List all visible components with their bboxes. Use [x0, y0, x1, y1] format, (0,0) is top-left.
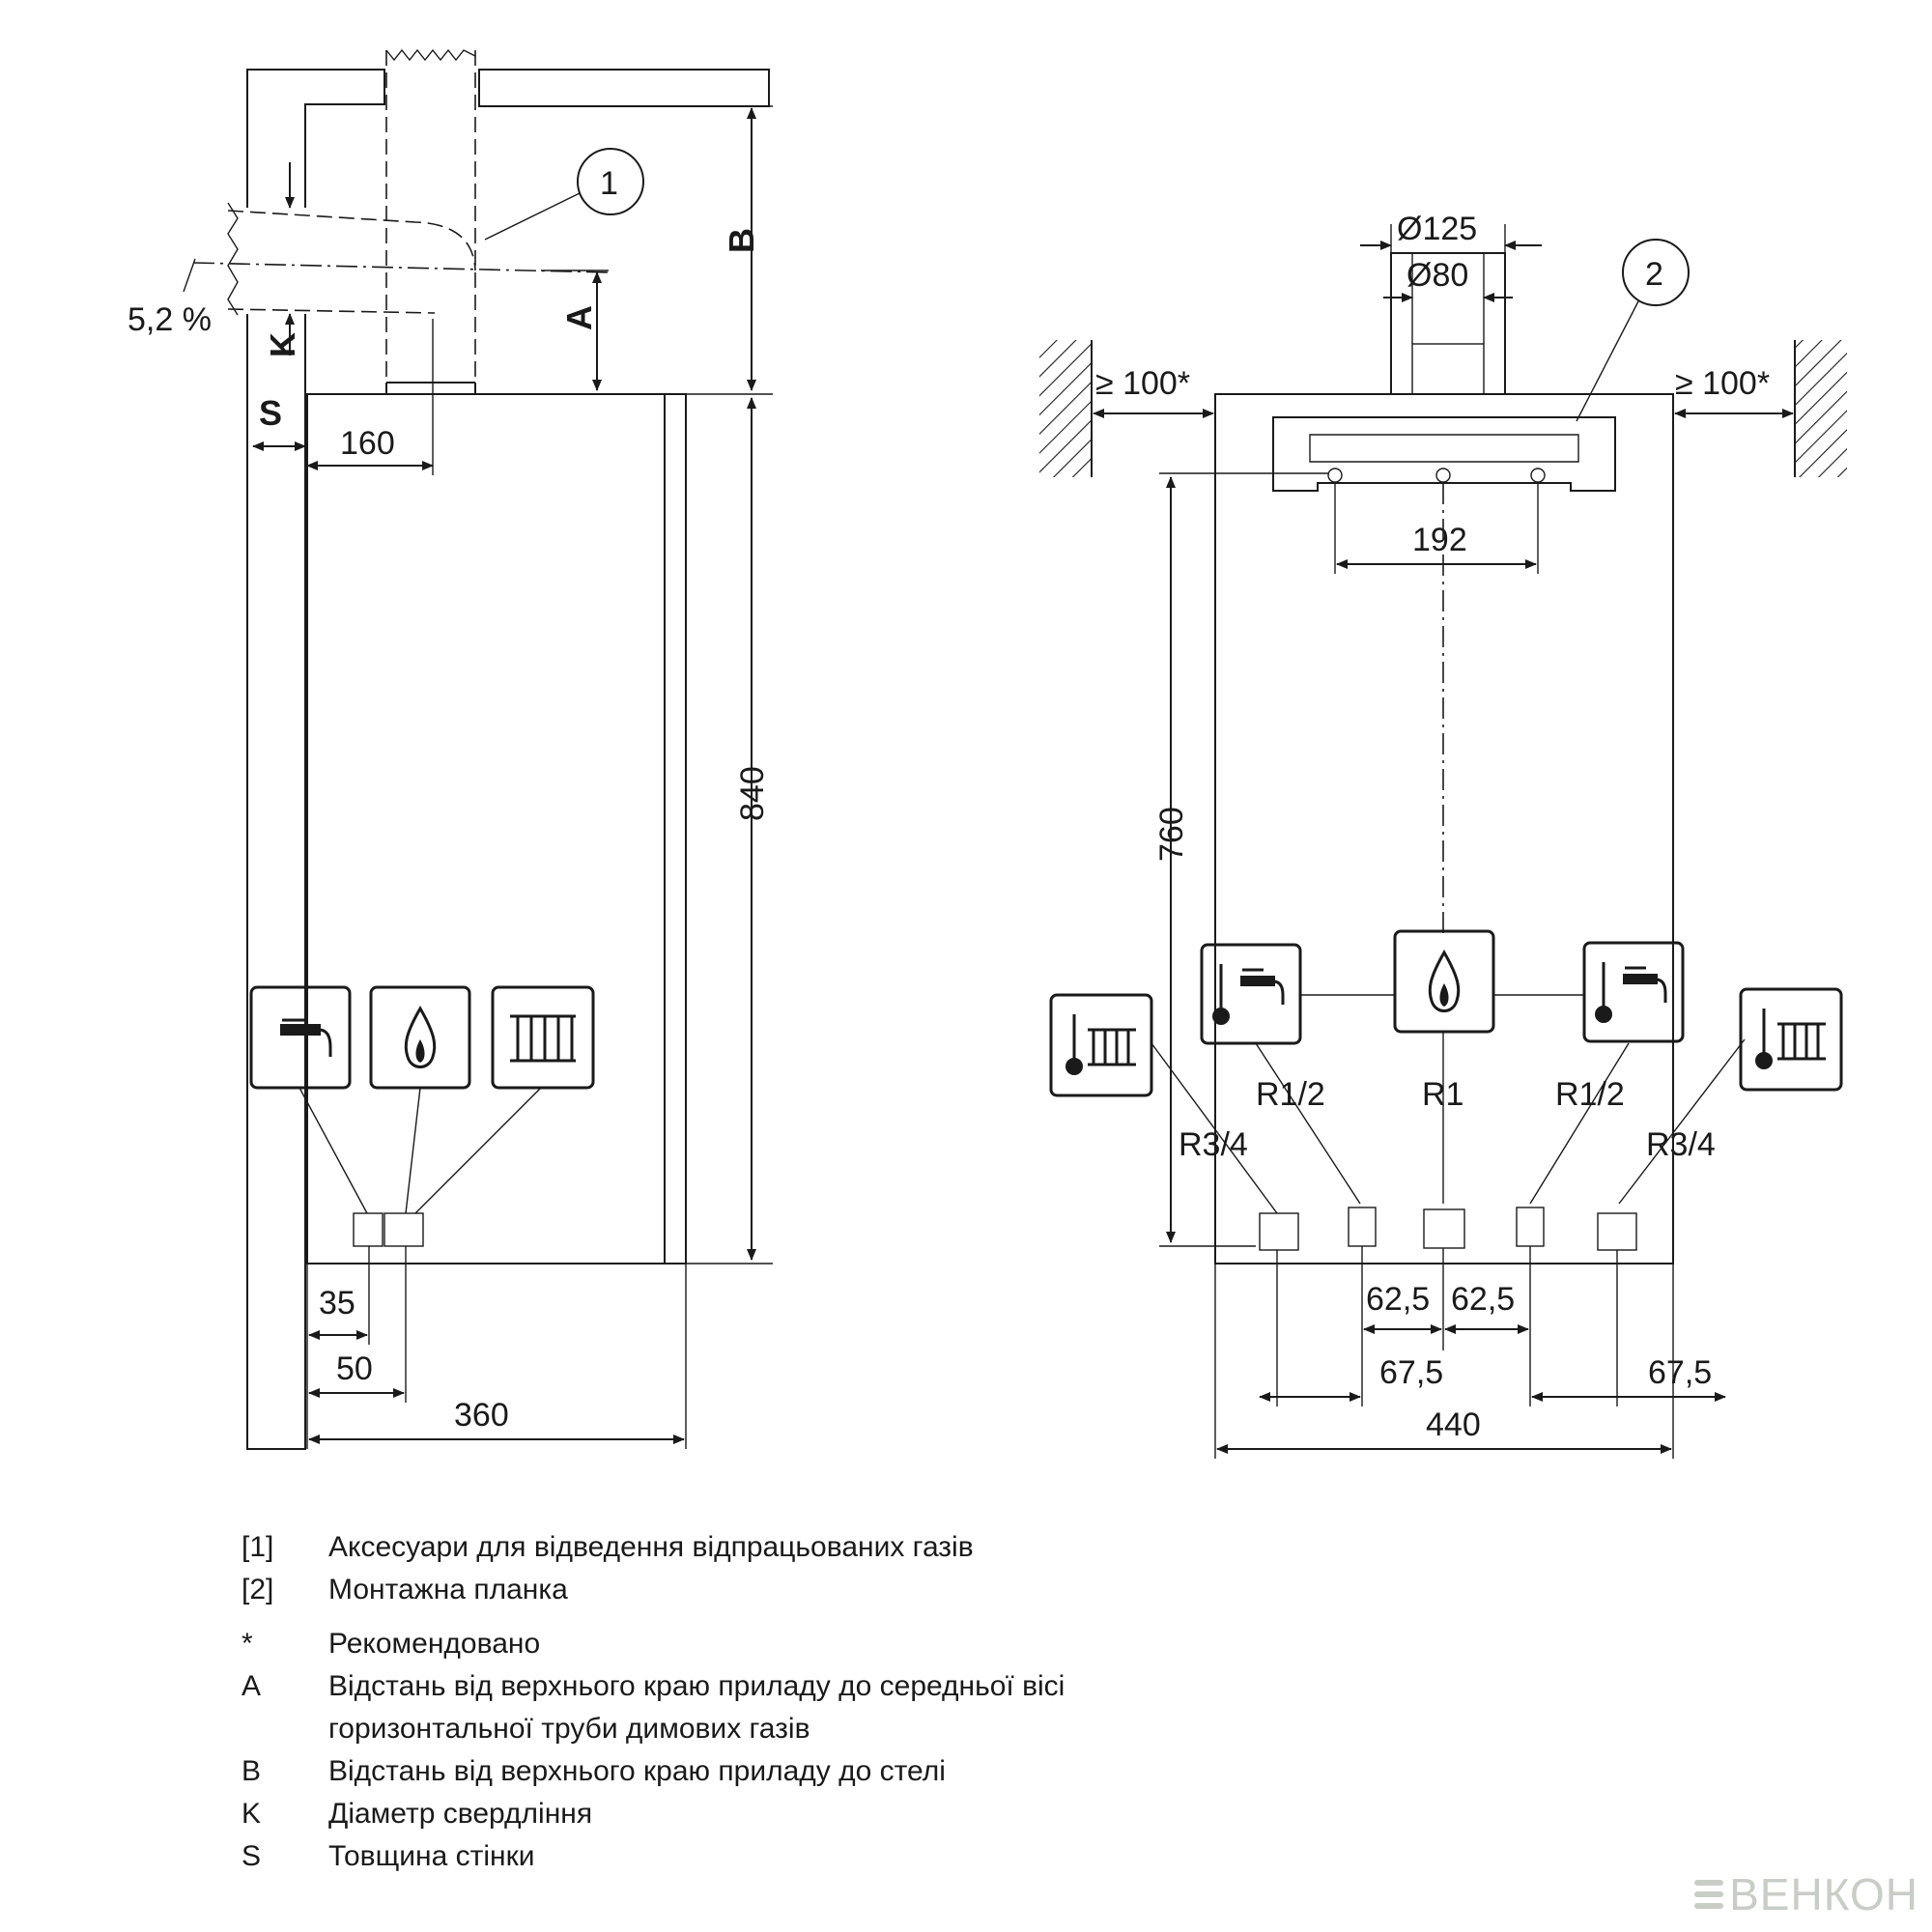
dim-dia-80: Ø80: [1406, 257, 1468, 294]
callout-2-label: 2: [1645, 256, 1663, 293]
legend-text: Аксесуари для відведення відпрацьованих …: [328, 1531, 974, 1563]
legend-key: B: [242, 1755, 262, 1787]
legend-text: Відстань від верхнього краю приладу до с…: [328, 1670, 1065, 1745]
left-wall: [1039, 340, 1092, 477]
label-b: B: [722, 228, 761, 253]
hot-water-tap-icon: [249, 985, 352, 1090]
dim-440: 440: [1426, 1406, 1481, 1443]
clearance-left: ≥ 100*: [1095, 365, 1190, 402]
side-fitting-1: [353, 1212, 384, 1247]
legend-key: [1]: [242, 1531, 274, 1563]
legend-key: [2]: [242, 1574, 274, 1605]
wall-and-ceiling: [246, 69, 385, 1450]
dim-67-5-b: 67,5: [1648, 1354, 1712, 1391]
gas-flame-icon: [369, 985, 471, 1090]
conn-r12-left: R1/2: [1256, 1076, 1325, 1113]
legend-text: Відстань від верхнього краю приладу до с…: [328, 1755, 946, 1787]
watermark-text: ВЕНКОН: [1729, 1869, 1918, 1919]
conn-r1: R1: [1422, 1076, 1463, 1113]
callout-1-label: 1: [600, 165, 618, 202]
watermark: ВЕНКОН: [1694, 1868, 1918, 1920]
ceiling-right: [478, 69, 770, 107]
dim-62-5-b: 62,5: [1451, 1281, 1515, 1318]
front-view: Ø125 Ø80 192 2 ≥ 100* ≥ 100* 760: [1039, 211, 1847, 1459]
legend-text: Монтажна планка: [328, 1574, 568, 1605]
legend-row: K Діаметр свердління: [242, 1793, 1208, 1835]
dim-62-5-a: 62,5: [1366, 1281, 1430, 1318]
callout-2: [1622, 239, 1690, 306]
dim-840: 840: [734, 766, 771, 821]
dim-360: 360: [454, 1397, 509, 1434]
label-k: K: [263, 332, 302, 357]
fitting-r34-left: [1259, 1212, 1299, 1251]
radiator-thermometer-icon: [1739, 987, 1843, 1092]
dim-35: 35: [319, 1285, 355, 1321]
legend-row: S Товщина стінки: [242, 1835, 1208, 1878]
side-view: 5,2 % K S 160 A B 840 1: [128, 48, 773, 1450]
mounting-bracket: [1272, 416, 1616, 492]
conn-r34-right: R3/4: [1646, 1126, 1716, 1163]
conn-r12-right: R1/2: [1555, 1076, 1625, 1113]
dim-50: 50: [336, 1350, 373, 1387]
dim-760: 760: [1153, 807, 1190, 862]
legend-row: A Відстань від верхнього краю приладу до…: [242, 1665, 1208, 1750]
legend-text: Діаметр свердління: [328, 1798, 593, 1830]
fitting-r1: [1423, 1208, 1465, 1249]
tap-thermometer-icon: [1582, 941, 1685, 1043]
fitting-r12-right: [1516, 1207, 1545, 1247]
fitting-r12-left: [1348, 1207, 1377, 1247]
legend-key: K: [242, 1798, 262, 1830]
fitting-r34-right: [1597, 1212, 1637, 1251]
dim-160: 160: [340, 425, 395, 462]
legend-row: B Відстань від верхнього краю приладу до…: [242, 1750, 1208, 1793]
callout-1: [577, 148, 644, 215]
boiler-side: [306, 393, 687, 1264]
label-s: S: [259, 393, 282, 433]
clearance-right: ≥ 100*: [1675, 365, 1770, 402]
wall-opening: [228, 208, 307, 314]
legend-key: *: [242, 1628, 253, 1660]
legend-row: [1] Аксесуари для відведення відпрацьова…: [242, 1526, 1208, 1569]
conn-r34-left: R3/4: [1179, 1126, 1248, 1163]
slope-label: 5,2 %: [128, 301, 212, 338]
flue-inner: [1411, 343, 1485, 395]
dim-192: 192: [1412, 522, 1467, 558]
waves-icon: [1694, 1878, 1724, 1911]
legend-text: Товщина стінки: [328, 1840, 535, 1872]
legend-text: Рекомендовано: [328, 1628, 541, 1660]
gas-flame-icon: [1393, 929, 1495, 1034]
legend-key: S: [242, 1840, 262, 1872]
tap-thermometer-icon: [1200, 943, 1302, 1045]
legend-key: A: [242, 1670, 262, 1702]
legend-row: [2] Монтажна планка: [242, 1569, 1208, 1611]
dim-dia-125: Ø125: [1397, 211, 1477, 247]
legend: [1] Аксесуари для відведення відпрацьова…: [242, 1526, 1208, 1878]
radiator-icon: [491, 985, 595, 1090]
side-fitting-2: [384, 1212, 424, 1247]
right-wall: [1795, 340, 1847, 477]
legend-row: * Рекомендовано: [242, 1623, 1208, 1665]
label-a: A: [559, 305, 599, 330]
radiator-thermometer-icon: [1049, 993, 1153, 1097]
dim-67-5-a: 67,5: [1379, 1354, 1443, 1391]
